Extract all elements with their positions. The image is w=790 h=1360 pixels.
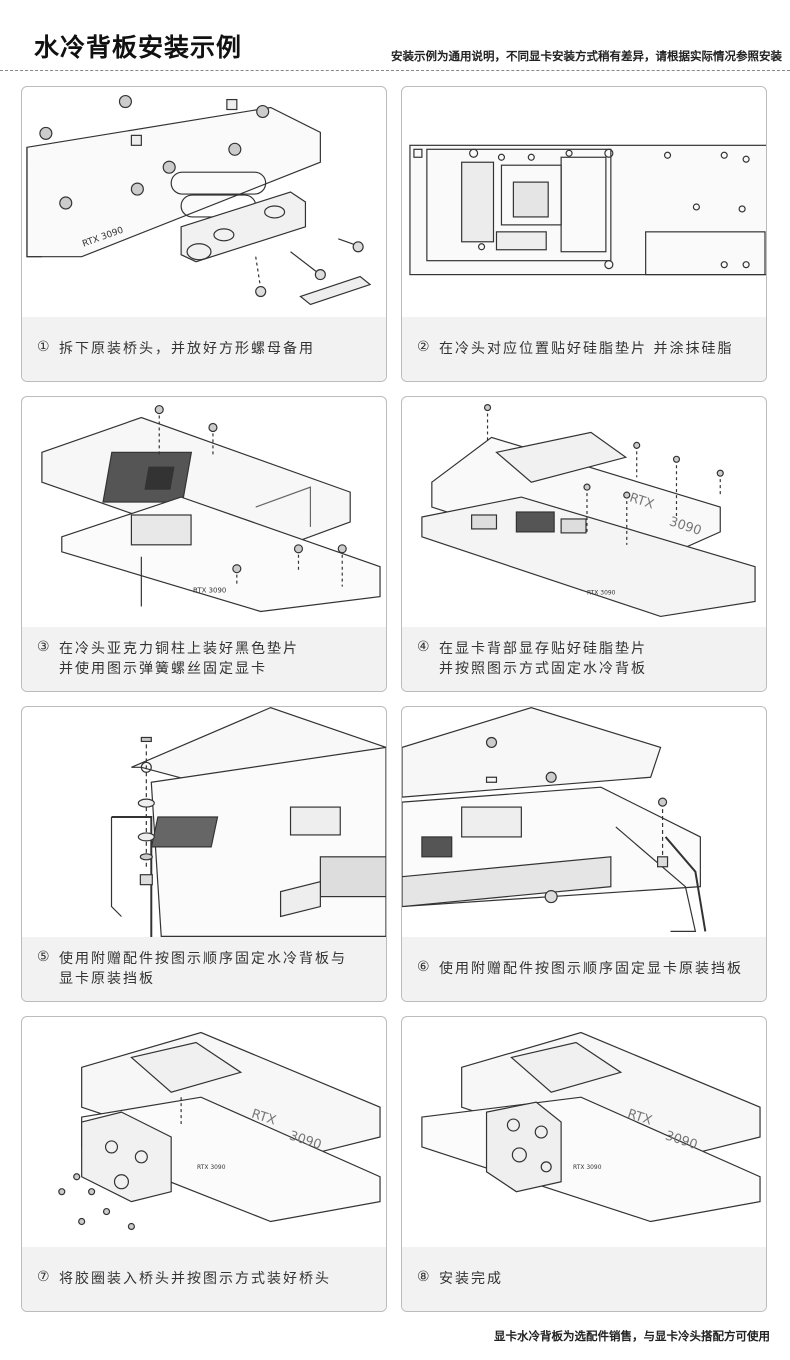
step-6-text: 使用附赠配件按图示顺序固定显卡原装挡板 (439, 961, 743, 977)
step-8-number: ⑧ (417, 1269, 430, 1285)
step-3-illustration: RTX 3090 (22, 397, 386, 629)
step-card-2: ② 在冷头对应位置贴好硅脂垫片 并涂抹硅脂 (401, 86, 767, 382)
step-5-caption: ⑤ 使用附赠配件按图示顺序固定水冷背板与 显卡原装挡板 (22, 937, 386, 1001)
dashed-divider (0, 70, 790, 71)
step-5-text: 使用附赠配件按图示顺序固定水冷背板与 显卡原装挡板 (59, 951, 347, 987)
step-card-8: RTX 3090 RTX 3090 ⑧ 安装完成 (401, 1016, 767, 1312)
step-7-illustration: RTX 3090 RTX 3090 (22, 1017, 386, 1249)
step-3-text: 在冷头亚克力铜柱上装好黑色垫片 并使用图示弹簧螺丝固定显卡 (59, 641, 299, 677)
svg-text:RTX 3090: RTX 3090 (193, 587, 226, 595)
step-4-caption: ④ 在显卡背部显存贴好硅脂垫片 并按照图示方式固定水冷背板 (402, 627, 766, 691)
step-card-5: ⑤ 使用附赠配件按图示顺序固定水冷背板与 显卡原装挡板 (21, 706, 387, 1002)
step-8-text: 安装完成 (439, 1271, 503, 1287)
step-7-text: 将胶圈装入桥头并按图示方式装好桥头 (59, 1271, 331, 1287)
step-4-illustration: RTX 3090 RTX 3090 (402, 397, 766, 629)
step-7-number: ⑦ (37, 1269, 50, 1285)
step-7-caption: ⑦ 将胶圈装入桥头并按图示方式装好桥头 (22, 1247, 386, 1311)
step-3-caption: ③ 在冷头亚克力铜柱上装好黑色垫片 并使用图示弹簧螺丝固定显卡 (22, 627, 386, 691)
step-card-1: RTX 3090 ① 拆下原装桥头，并放好方形螺母备用 (21, 86, 387, 382)
step-6-number: ⑥ (417, 959, 430, 975)
svg-text:RTX: RTX (628, 491, 656, 513)
step-5-number: ⑤ (37, 949, 50, 965)
step-1-illustration: RTX 3090 (22, 87, 386, 319)
step-1-caption: ① 拆下原装桥头，并放好方形螺母备用 (22, 317, 386, 381)
step-8-caption: ⑧ 安装完成 (402, 1247, 766, 1311)
step-1-number: ① (37, 339, 50, 355)
step-2-number: ② (417, 339, 430, 355)
step-2-text: 在冷头对应位置贴好硅脂垫片 并涂抹硅脂 (439, 341, 734, 357)
step-card-4: RTX 3090 RTX 3090 ④ 在显卡背部显存贴好硅脂垫片 并按照图示方… (401, 396, 767, 692)
step-1-text: 拆下原装桥头，并放好方形螺母备用 (59, 341, 315, 357)
svg-text:RTX 3090: RTX 3090 (573, 1164, 602, 1171)
page-header: 水冷背板安装示例 安装示例为通用说明，不同显卡安装方式稍有差异，请根据实际情况参… (0, 0, 790, 72)
step-2-illustration (402, 87, 766, 319)
footer-note: 显卡水冷背板为选配件销售，与显卡冷头搭配方可使用 (494, 1329, 770, 1343)
step-8-illustration: RTX 3090 RTX 3090 (402, 1017, 766, 1249)
svg-text:RTX: RTX (250, 1107, 278, 1129)
svg-text:RTX 3090: RTX 3090 (587, 590, 616, 597)
page-title: 水冷背板安装示例 (34, 33, 243, 62)
step-2-caption: ② 在冷头对应位置贴好硅脂垫片 并涂抹硅脂 (402, 317, 766, 381)
svg-text:RTX 3090: RTX 3090 (197, 1164, 226, 1171)
step-card-6: ⑥ 使用附赠配件按图示顺序固定显卡原装挡板 (401, 706, 767, 1002)
step-card-7: RTX 3090 RTX 3090 ⑦ 将胶圈装入桥头并按图示方式装好桥头 (21, 1016, 387, 1312)
install-note: 安装示例为通用说明，不同显卡安装方式稍有差异，请根据实际情况参照安装 (391, 49, 782, 63)
step-6-caption: ⑥ 使用附赠配件按图示顺序固定显卡原装挡板 (402, 937, 766, 1001)
step-card-3: RTX 3090 ③ 在冷头亚克力铜柱上装好黑色垫片 并使用图示弹簧螺丝固定显卡 (21, 396, 387, 692)
svg-text:RTX: RTX (626, 1107, 654, 1129)
step-3-number: ③ (37, 639, 50, 655)
step-4-text: 在显卡背部显存贴好硅脂垫片 并按照图示方式固定水冷背板 (439, 641, 647, 677)
step-5-illustration (22, 707, 386, 939)
step-6-illustration (402, 707, 766, 939)
step-4-number: ④ (417, 639, 430, 655)
